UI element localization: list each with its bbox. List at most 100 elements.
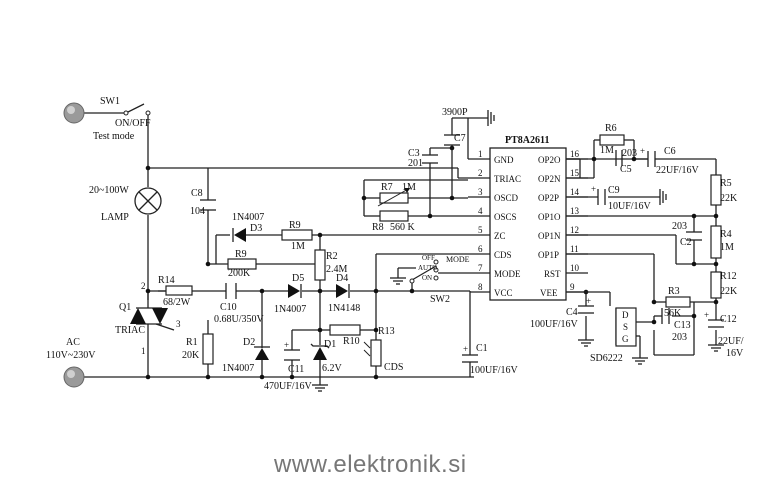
c4-capacitor-icon: + bbox=[578, 296, 594, 314]
lamp-icon bbox=[134, 187, 162, 215]
c7-capacitor-icon bbox=[444, 134, 460, 146]
d3-label: D3 bbox=[250, 223, 262, 234]
r7-resistor-icon bbox=[377, 187, 411, 207]
cds-label: CDS bbox=[384, 362, 403, 373]
ic-pin-11-name: OP1P bbox=[538, 250, 559, 260]
sw2-auto-label: AUTO bbox=[418, 264, 437, 272]
ac-label: AC bbox=[66, 337, 80, 348]
svg-text:+: + bbox=[640, 146, 645, 156]
d2-value: 1N4007 bbox=[222, 363, 254, 374]
d2-label: D2 bbox=[243, 337, 255, 348]
ground-c7-icon bbox=[487, 110, 495, 126]
ic-name: PT8A2611 bbox=[505, 135, 549, 146]
r1-label: R1 bbox=[186, 337, 198, 348]
c5-capacitor-icon bbox=[615, 150, 623, 166]
c4-value: 100UF/16V bbox=[530, 319, 579, 330]
r13-cds-icon bbox=[363, 339, 382, 367]
ic-pin-9-name: VEE bbox=[540, 288, 558, 298]
r3-label: R3 bbox=[668, 286, 680, 297]
c5-label: C5 bbox=[620, 164, 632, 175]
ic-pin-2-name: TRIAC bbox=[494, 174, 521, 184]
r4-value: 1M bbox=[720, 242, 734, 253]
c13-label: C13 bbox=[674, 320, 691, 331]
sw1-label: SW1 bbox=[100, 96, 120, 107]
c7-label: C7 bbox=[454, 133, 466, 144]
sw1-desc2: Test mode bbox=[93, 131, 135, 142]
labels: SW1 ON/OFF Test mode 20~100W LAMP C8 104… bbox=[46, 96, 744, 392]
svg-text:+: + bbox=[591, 184, 596, 194]
sw2-off-label: OFF bbox=[422, 254, 435, 262]
ic-pin-10-num: 10 bbox=[570, 263, 580, 273]
sw1-desc1: ON/OFF bbox=[115, 118, 151, 129]
ic-pin-13-num: 13 bbox=[570, 206, 580, 216]
c1-label: C1 bbox=[476, 343, 488, 354]
r9a-value: 1M bbox=[291, 241, 305, 252]
sw2-switch-icon[interactable] bbox=[397, 259, 439, 284]
sw1-terminal-icon bbox=[63, 102, 85, 124]
ground-sw2-icon bbox=[390, 277, 406, 285]
ground-c4-icon bbox=[578, 339, 594, 347]
r8-resistor-icon bbox=[379, 210, 409, 222]
r13-label: R13 bbox=[378, 326, 395, 337]
ic-pin-11-num: 11 bbox=[570, 244, 579, 254]
ic-pin-15-num: 15 bbox=[570, 168, 580, 178]
d4-value: 1N4148 bbox=[328, 303, 360, 314]
ac-terminal-icon bbox=[63, 366, 85, 388]
c8-value: 104 bbox=[190, 206, 205, 217]
sw2-on-label: ON bbox=[422, 274, 432, 282]
ground-d1-icon bbox=[312, 384, 328, 392]
ic-pin-16-name: OP2O bbox=[538, 155, 561, 165]
d3-diode-icon bbox=[232, 228, 246, 242]
c12-label: C12 bbox=[720, 314, 737, 325]
r8-label: R8 bbox=[372, 222, 384, 233]
ic-pin-12-name: OP1N bbox=[538, 231, 561, 241]
ic-pin-16-num: 16 bbox=[570, 149, 580, 159]
r14-value: 68/2W bbox=[163, 297, 191, 308]
ic-pin-5-name: ZC bbox=[494, 231, 506, 241]
ic-pin-10-name: RST bbox=[544, 269, 561, 279]
r2-resistor-icon bbox=[314, 249, 326, 281]
d2-diode-icon bbox=[254, 346, 270, 360]
c13-value: 203 bbox=[672, 332, 687, 343]
ic-pin-1-name: GND bbox=[494, 155, 514, 165]
c9-label: C9 bbox=[608, 185, 620, 196]
ic-pin-3-num: 3 bbox=[478, 187, 483, 197]
ic-pin-8-name: VCC bbox=[494, 288, 513, 298]
c3-label: C3 bbox=[408, 148, 420, 159]
c8-label: C8 bbox=[191, 188, 203, 199]
c11-label: C11 bbox=[288, 364, 304, 375]
q1-label: Q1 bbox=[119, 302, 131, 313]
ic-pin-12-num: 12 bbox=[570, 225, 579, 235]
r5-label: R5 bbox=[720, 178, 732, 189]
q1-pin3: 3 bbox=[176, 319, 181, 329]
c12-capacitor-icon: + bbox=[704, 310, 724, 328]
sd6222-icon bbox=[615, 307, 637, 347]
lamp-power-label: 20~100W bbox=[89, 185, 129, 196]
r5-value: 22K bbox=[720, 193, 738, 204]
ic-pin-3-name: OSCD bbox=[494, 193, 519, 203]
c1-value: 100UF/16V bbox=[470, 365, 519, 376]
triac-label: TRIAC bbox=[115, 325, 145, 336]
c2-value: 203 bbox=[672, 221, 687, 232]
r9-1m-resistor-icon bbox=[281, 229, 313, 241]
ic-pin-13-name: OP1O bbox=[538, 212, 561, 222]
r4-label: R4 bbox=[720, 229, 732, 240]
ground-c12-icon bbox=[708, 344, 724, 352]
r6-resistor-icon bbox=[599, 134, 625, 146]
c3-capacitor-icon bbox=[422, 154, 438, 164]
watermark-text: www.elektronik.si bbox=[273, 451, 467, 478]
c3-value: 201 bbox=[408, 158, 423, 169]
ic-pin-4-name: OSCS bbox=[494, 212, 517, 222]
ic-pin-8-num: 8 bbox=[478, 282, 483, 292]
svg-text:+: + bbox=[586, 296, 591, 306]
c13-capacitor-icon bbox=[661, 308, 670, 324]
c10-capacitor-icon bbox=[225, 283, 237, 299]
ic-pin-6-num: 6 bbox=[478, 244, 483, 254]
c5-value: 203 bbox=[622, 148, 637, 159]
r1-resistor-icon bbox=[202, 333, 214, 365]
r6-value: 1M bbox=[600, 145, 614, 156]
r10-resistor-icon bbox=[329, 324, 361, 336]
r9-200k-resistor-icon bbox=[227, 258, 257, 270]
svg-text:+: + bbox=[463, 344, 468, 354]
r12-value: 22K bbox=[720, 286, 738, 297]
